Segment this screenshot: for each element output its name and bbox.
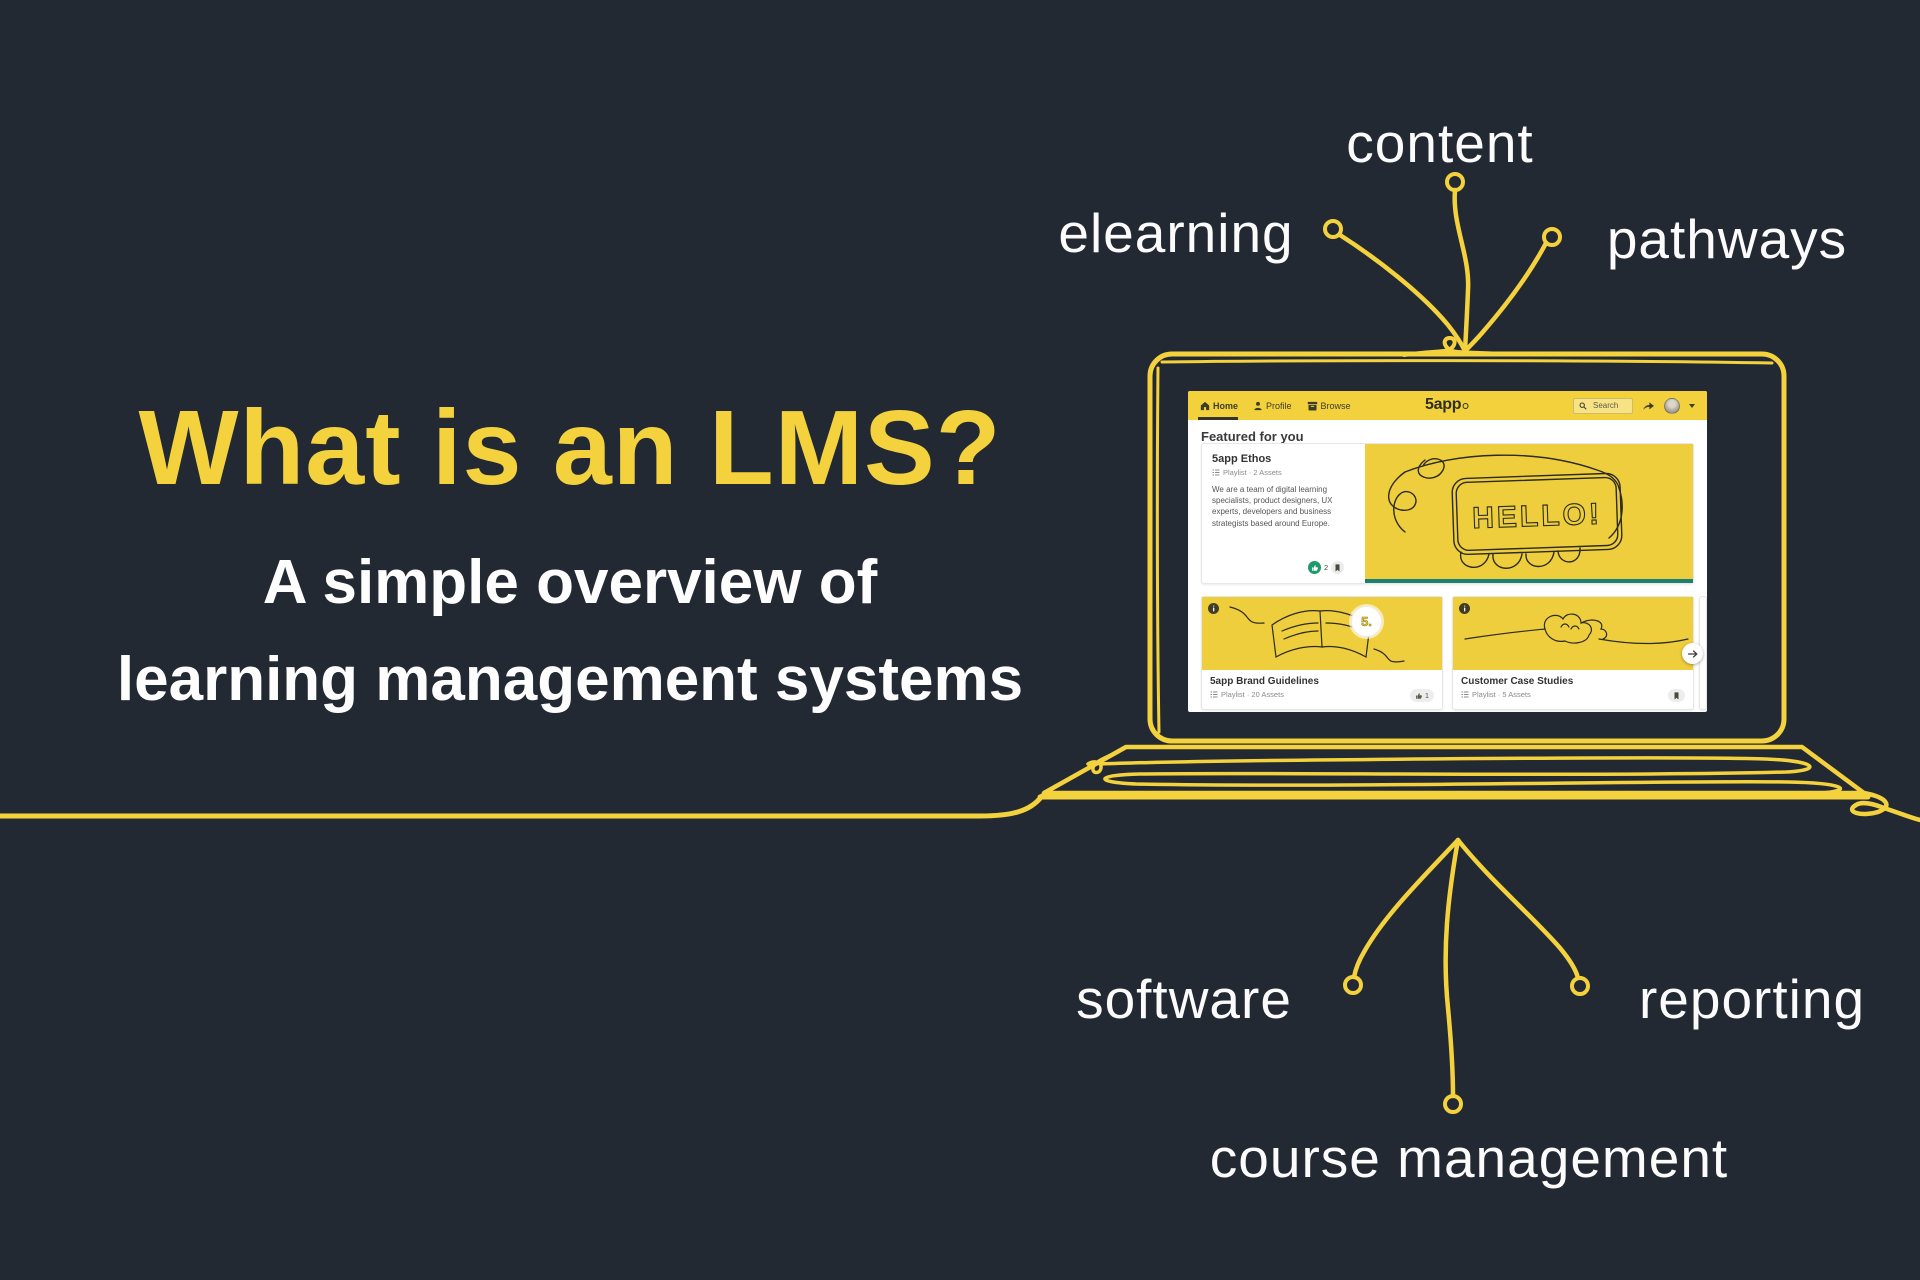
arrow-right-icon [1687,649,1698,658]
app-logo-text: 5app [1425,396,1462,413]
headline-block: What is an LMS? A simple overview of lea… [28,388,1112,728]
home-icon [1200,401,1210,410]
connector-reporting [1455,837,1581,981]
browse-icon [1307,401,1317,410]
keyword-course-management: course management [1209,1127,1729,1189]
active-tab-underline [1198,417,1238,420]
book-doodle [1229,606,1405,663]
keyword-elearning: elearning [1058,202,1294,264]
search-box[interactable] [1573,397,1633,414]
fiveapp-badge: 5. [1351,606,1382,637]
nav-item-profile[interactable]: Profile [1253,401,1292,411]
laptop-top-loop [1402,336,1504,357]
card1-meta: Playlist · 20 Assets [1210,690,1434,699]
laptop-screen-sketch-left [1155,366,1161,734]
table-line-right [1849,790,1920,823]
connector-pathways [1462,240,1549,354]
user-avatar[interactable] [1664,397,1680,414]
node-course-management [1443,1094,1463,1114]
profile-icon [1254,401,1262,410]
keyword-pathways: pathways [1606,208,1848,270]
hero-description: We are a team of digital learning specia… [1212,485,1333,528]
card1-image-book [1202,597,1442,670]
info-icon[interactable] [1459,603,1470,614]
carousel-next-button[interactable] [1682,643,1703,664]
hero-like-count: 2 [1324,563,1329,572]
bookmark-icon [1674,691,1679,699]
card-brand-guidelines[interactable]: 5app Brand Guidelines Playlist · 20 Asse… [1201,596,1443,710]
card2-meta: Playlist · 5 Assets [1461,690,1685,699]
card1-meta-text: Playlist · 20 Assets [1221,690,1284,699]
keyword-reporting: reporting [1638,968,1866,1030]
bookmark-button[interactable] [1331,561,1345,574]
search-icon [1579,402,1587,410]
logo-dot [1462,403,1469,409]
nav-item-home[interactable]: Home [1200,401,1238,411]
info-icon[interactable] [1208,603,1219,614]
keyword-content: content [1346,112,1534,174]
nav-home-label: Home [1213,400,1239,411]
hero-card[interactable]: HELLO! 5app Ethos Playlist · 2 Assets We… [1201,443,1694,637]
subtitle-line-2: learning management systems [116,644,1024,714]
lms-screenshot: Home Profile Browse 5app Featured for yo… [1188,391,1707,712]
nav-item-browse[interactable]: Browse [1307,401,1351,411]
playlist-icon [1210,691,1218,698]
app-logo: 5app [1425,396,1469,414]
hero-meta-text: Playlist · 2 Assets [1223,468,1282,477]
laptop-keyboard-squiggle [1086,750,1843,795]
bookmark-icon [1335,563,1340,571]
card2-title: Customer Case Studies [1461,676,1574,687]
hero-badges: 2 [1308,561,1345,574]
lms-navbar: Home Profile Browse 5app [1188,391,1707,420]
playlist-icon [1212,469,1220,476]
card2-bookmark-pill[interactable] [1668,689,1685,702]
like-button[interactable] [1308,561,1321,574]
page-subtitle: A simple overview of learning management… [28,535,1112,728]
hero-progress-bar [1365,579,1693,583]
page-title: What is an LMS? [138,389,1002,507]
card2-body: Customer Case Studies Playlist · 5 Asset… [1453,670,1693,699]
node-elearning [1323,219,1343,239]
playlist-icon [1461,691,1469,698]
chevron-down-icon[interactable] [1689,403,1695,408]
card1-title: 5app Brand Guidelines [1210,676,1319,687]
card1-body: 5app Brand Guidelines Playlist · 20 Asse… [1202,670,1442,699]
keyword-software: software [1076,968,1292,1030]
share-icon[interactable] [1642,400,1655,411]
hero-meta: Playlist · 2 Assets [1212,468,1357,477]
card1-like-count: 1 [1424,691,1429,700]
card1-like-pill[interactable]: 1 [1409,689,1434,702]
connector-software [1351,837,1461,980]
connector-course-management [1443,837,1461,1099]
thumbs-up-icon [1311,564,1318,571]
card2-meta-text: Playlist · 5 Assets [1472,690,1531,699]
node-content [1445,172,1465,192]
fist-bump-doodle [1464,613,1689,645]
laptop-screen-sketch-top [1160,359,1774,365]
connector-elearning [1337,232,1468,354]
card2-image-fistbump [1453,597,1693,670]
table-line-left [0,793,1045,819]
navbar-right [1573,397,1695,414]
hero-title[interactable]: 5app Ethos [1212,453,1272,465]
hero-image-hand-phone: HELLO! [1365,444,1693,579]
hello-outline-text: HELLO! [1472,498,1603,536]
node-software [1343,975,1363,995]
card-customer-case-studies[interactable]: Customer Case Studies Playlist · 5 Asset… [1452,596,1694,710]
hero-text-column: 5app Ethos Playlist · 2 Assets We are a … [1202,444,1365,583]
connector-content [1452,187,1471,354]
nav-browse-label: Browse [1320,400,1351,411]
nav-profile-label: Profile [1266,400,1292,411]
section-title: Featured for you [1201,429,1304,444]
hand-phone-doodle: HELLO! [1388,454,1623,569]
subtitle-line-1: A simple overview of [262,548,878,617]
search-input[interactable] [1591,400,1627,411]
thumbs-up-icon [1415,692,1422,699]
node-pathways [1542,227,1562,247]
node-reporting [1570,976,1590,996]
